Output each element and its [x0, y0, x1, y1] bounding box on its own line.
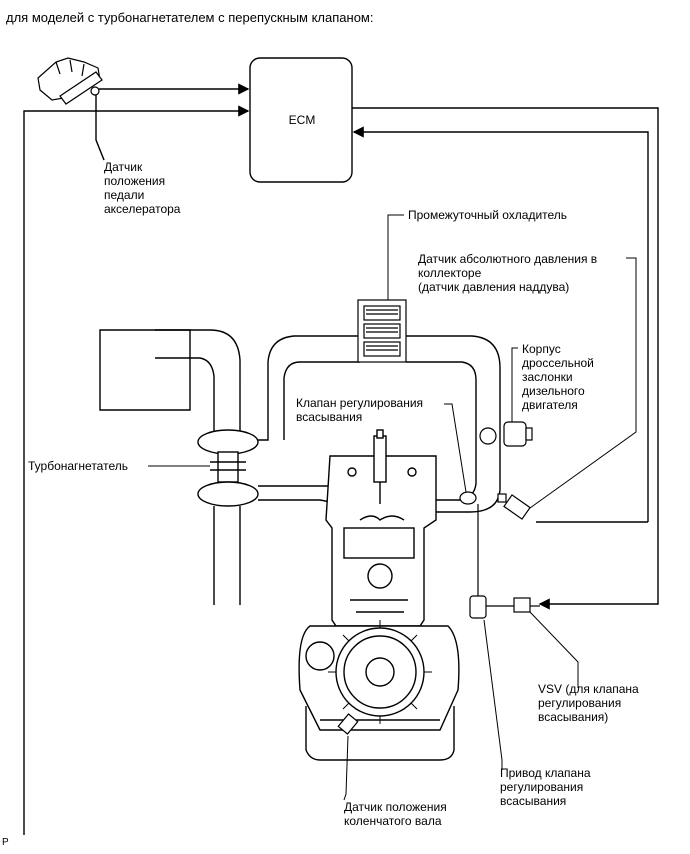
crank-gear-teeth: [328, 620, 432, 724]
actuator-hose: [477, 504, 540, 607]
air-inlet-pipe: [155, 329, 241, 432]
label-intake-valve-actuator: Привод клапана регулирования всасывания: [500, 766, 591, 808]
label-crank-sensor: Датчик положения коленчатого вала: [344, 800, 447, 828]
label-intake-control-valve: Клапан регулирования всасывания: [296, 396, 424, 424]
intercooler-outlet-pipe: [406, 335, 501, 490]
label-intercooler: Промежуточный охладитель: [408, 208, 568, 222]
corner-mark: P: [2, 837, 9, 848]
accelerator-pedal-icon: [37, 57, 103, 105]
label-map-sensor: Датчик абсолютного давления в коллекторе…: [418, 252, 598, 294]
intercooler-unit: [357, 299, 407, 363]
label-throttle-body: Корпус дроссельной заслонки дизельного д…: [522, 342, 594, 412]
throttle-body-unit: [479, 421, 533, 447]
air-box: [99, 329, 191, 411]
boost-pipe: [258, 335, 360, 441]
label-turbocharger: Турбонагнетатель: [28, 459, 128, 473]
label-accel-pedal-sensor: Датчик положения педали акселератора: [104, 160, 181, 216]
ecm-box: [249, 57, 353, 183]
turbocharger-unit: [197, 429, 259, 605]
vsv-icon: [469, 595, 531, 619]
ecm-output-wires: [352, 107, 659, 610]
leader-lines: [95, 139, 637, 801]
crank-position-sensor-icon: [337, 713, 359, 735]
ecm-label: ECM: [288, 113, 316, 127]
engine-block: [298, 429, 460, 761]
page-title: для моделей с турбонагнетателем с перепу…: [6, 10, 374, 25]
intake-control-valve-body: [459, 491, 477, 505]
label-vsv: VSV (для клапана регулирования всасывани…: [538, 682, 639, 724]
map-sensor-icon: [497, 493, 531, 520]
